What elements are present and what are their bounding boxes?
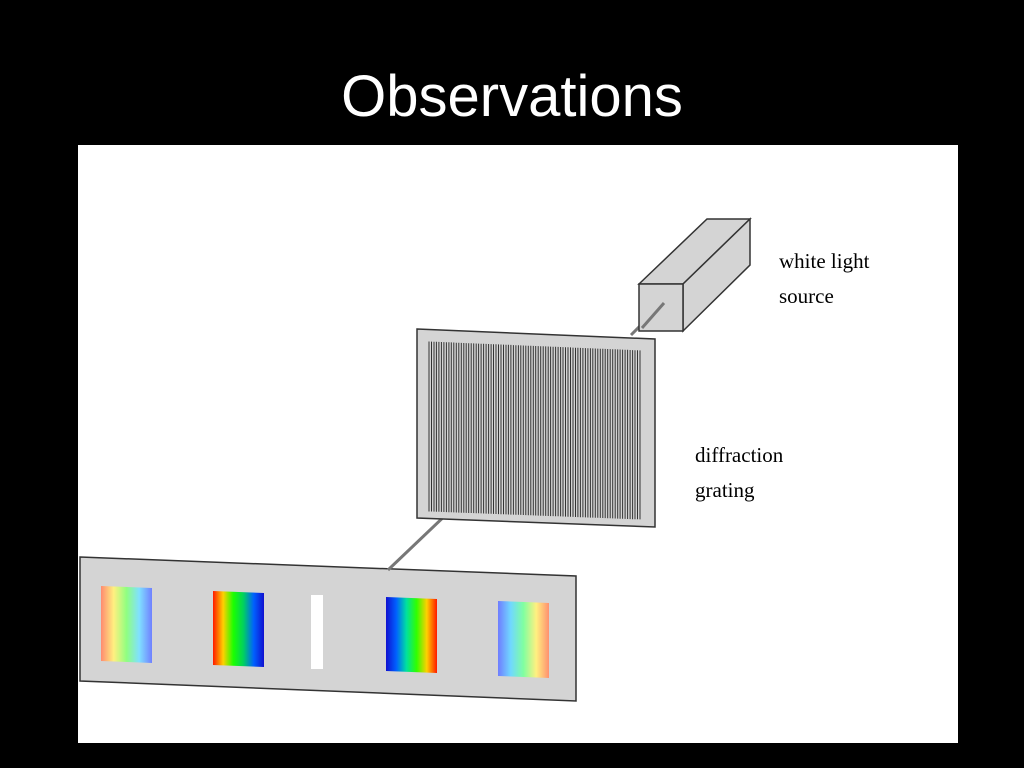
viewing-screen xyxy=(79,556,577,702)
grating-label-line1: diffraction xyxy=(695,443,784,467)
grating-label-line2: grating xyxy=(695,478,755,502)
spectrum-bands xyxy=(101,586,549,678)
light-source-label-line1: white light xyxy=(779,249,870,273)
light-source-label-line2: source xyxy=(779,284,834,308)
spectrum-band-central-white xyxy=(311,595,323,669)
white-light-source-box xyxy=(637,217,752,333)
spectrum-band-first-order-right xyxy=(386,597,437,673)
grating-lines xyxy=(428,341,641,520)
spectrum-band-second-order-left xyxy=(101,586,152,663)
diffraction-diagram: white light source diffraction grating xyxy=(79,217,870,702)
slide-title: Observations xyxy=(341,64,683,129)
spectrum-band-second-order-right xyxy=(498,601,549,678)
diagram-panel: white light source diffraction grating xyxy=(78,145,958,743)
diffraction-grating xyxy=(416,328,656,528)
spectrum-band-first-order-left xyxy=(213,591,264,667)
